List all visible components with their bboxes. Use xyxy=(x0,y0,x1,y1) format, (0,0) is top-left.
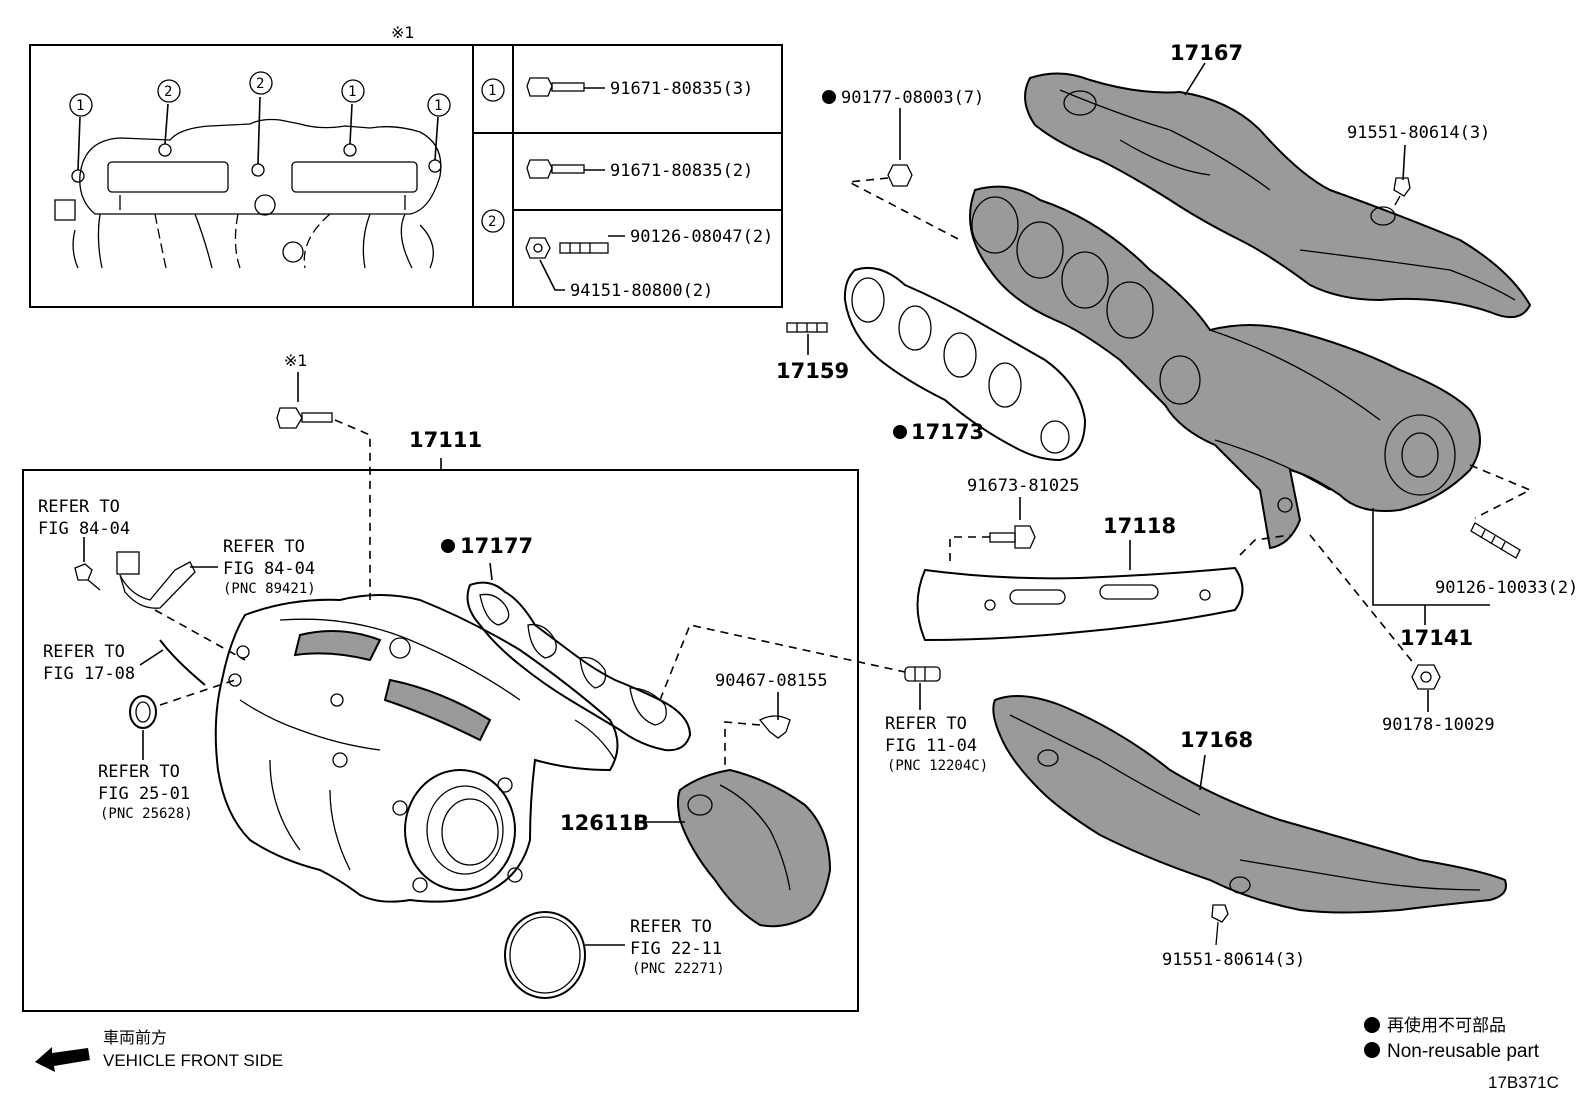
row1-part: 91671-80835(3) xyxy=(610,79,753,99)
refer-84-04b-pnc: (PNC 89421) xyxy=(223,581,316,597)
clip-icon xyxy=(758,715,791,739)
bolt-icon xyxy=(276,407,333,429)
heat-insulator-lower xyxy=(992,695,1507,914)
label-17118: 17118 xyxy=(1103,514,1176,538)
legend-en: Non-reusable part xyxy=(1387,1041,1540,1062)
inset-manifold-sketch: 1 2 2 1 1 xyxy=(54,71,451,269)
vehicle-front-arrow xyxy=(35,1047,90,1072)
non-reusable-dot xyxy=(441,539,455,553)
row1-callout: 1 xyxy=(488,83,496,99)
direction-jp: 車両前方 xyxy=(103,1028,167,1047)
inset-mark: ※1 xyxy=(391,23,415,42)
non-reusable-dot xyxy=(822,90,836,104)
label-17111: 17111 xyxy=(409,428,482,452)
inset-box: ※1 xyxy=(29,23,783,308)
stud-icon xyxy=(1470,522,1521,559)
intake-frame xyxy=(22,469,859,1012)
refer-11-04-line2: FIG 11-04 xyxy=(885,736,977,756)
label-91551-bottom: 91551-80614(3) xyxy=(1162,950,1305,970)
refer-17-08-line2: FIG 17-08 xyxy=(43,664,135,684)
union-fitting xyxy=(904,666,941,682)
bolt-icon xyxy=(526,159,585,179)
nut-icon xyxy=(887,164,913,187)
heat-insulator-intake xyxy=(677,768,832,928)
label-17141: 17141 xyxy=(1400,626,1473,650)
bolt-icon xyxy=(989,525,1036,549)
bolt-icon xyxy=(74,563,101,591)
row2-part-b: 90126-08047(2) xyxy=(630,227,773,247)
bolt-icon xyxy=(526,77,585,97)
refer-25-01-line2: FIG 25-01 xyxy=(98,784,190,804)
refer-17-08-line1: REFER TO xyxy=(43,642,125,662)
label-17159: 17159 xyxy=(776,359,849,383)
label-90126-10033: 90126-10033(2) xyxy=(1435,578,1578,598)
manifold-gasket xyxy=(843,266,1087,462)
refer-11-04-pnc: (PNC 12204C) xyxy=(887,758,988,774)
inset-callout-2b: 2 xyxy=(256,76,264,92)
label-90178: 90178-10029 xyxy=(1382,715,1495,735)
refer-22-11-pnc: (PNC 22271) xyxy=(632,961,725,977)
mark-1: ※1 xyxy=(284,351,308,370)
label-91551-top: 91551-80614(3) xyxy=(1347,123,1490,143)
inset-callout-1a: 1 xyxy=(76,98,84,114)
refer-25-01-line1: REFER TO xyxy=(98,762,180,782)
inset-table: 1 2 91671-80835(3) 91671-80835(2) 90126-… xyxy=(481,77,773,301)
heat-insulator-upper xyxy=(1024,72,1532,319)
refer-84-04a-line2: FIG 84-04 xyxy=(38,519,130,539)
row2-callout: 2 xyxy=(488,214,496,230)
label-90467: 90467-08155 xyxy=(715,671,828,691)
label-90177: 90177-08003(7) xyxy=(841,88,984,108)
o-ring xyxy=(129,695,157,729)
nut-icon xyxy=(1411,664,1441,690)
refer-84-04b-line1: REFER TO xyxy=(223,537,305,557)
sensor xyxy=(116,551,196,609)
row2-part-c: 94151-80800(2) xyxy=(570,281,713,301)
intake-manifold xyxy=(214,594,619,903)
figure-code: 17B371C xyxy=(1488,1073,1559,1092)
label-12611b: 12611B xyxy=(560,811,649,835)
throttle-gasket xyxy=(504,911,586,999)
inset-callout-1c: 1 xyxy=(434,98,442,114)
row2-part-a: 91671-80835(2) xyxy=(610,161,753,181)
legend-jp: 再使用不可部品 xyxy=(1387,1015,1506,1036)
stud-icon xyxy=(786,322,828,333)
legend-dot-en xyxy=(1364,1042,1380,1058)
intake-gasket xyxy=(466,581,692,752)
direction-en: VEHICLE FRONT SIDE xyxy=(103,1051,283,1070)
bracket-17118 xyxy=(916,566,1244,642)
label-17168: 17168 xyxy=(1180,728,1253,752)
non-reusable-dot xyxy=(893,425,907,439)
exhaust-manifold xyxy=(969,185,1481,550)
label-17177: 17177 xyxy=(460,534,533,558)
label-91673: 91673-81025 xyxy=(967,476,1080,496)
bolt-icon xyxy=(1211,904,1229,946)
stud-icon xyxy=(559,242,609,254)
refer-84-04b-line2: FIG 84-04 xyxy=(223,559,315,579)
refer-25-01-pnc: (PNC 25628) xyxy=(100,806,193,822)
inset-callout-1b: 1 xyxy=(348,84,356,100)
label-17167: 17167 xyxy=(1170,41,1243,65)
nut-icon xyxy=(525,237,551,259)
legend-dot-jp xyxy=(1364,1017,1380,1033)
hose xyxy=(159,639,206,686)
inset-callout-2a: 2 xyxy=(164,84,172,100)
refer-22-11-line2: FIG 22-11 xyxy=(630,939,722,959)
label-17173: 17173 xyxy=(911,420,984,444)
refer-11-04-line1: REFER TO xyxy=(885,714,967,734)
refer-84-04a-line1: REFER TO xyxy=(38,497,120,517)
refer-22-11-line1: REFER TO xyxy=(630,917,712,937)
bolt-icon xyxy=(1393,177,1411,206)
